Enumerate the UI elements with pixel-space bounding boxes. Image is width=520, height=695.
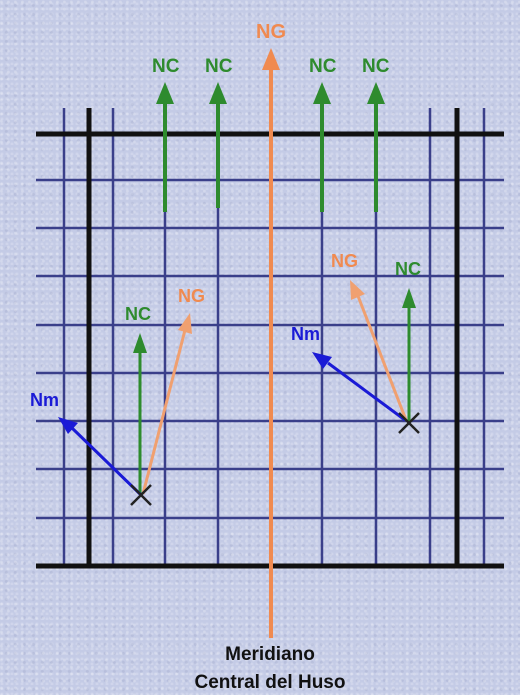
labels: NG NC NC NC NC NC NG Nm NG NC Nm Meridia…	[30, 21, 421, 693]
right-ng-label: NG	[331, 251, 358, 271]
left-ng-label: NG	[178, 286, 205, 306]
nc-arrow	[367, 82, 385, 212]
left-nc-label: NC	[125, 304, 151, 324]
right-ng-arrow	[356, 295, 408, 421]
right-nc-label: NC	[395, 259, 421, 279]
left-point-group	[58, 313, 192, 506]
left-ng-arrowhead	[178, 313, 192, 334]
left-nm-label: Nm	[30, 390, 59, 410]
nc-arrow	[313, 82, 331, 212]
nc-top-label: NC	[309, 56, 337, 77]
left-point-x-mark	[130, 484, 152, 506]
nc-arrow	[156, 82, 174, 212]
right-point-x-mark	[398, 412, 420, 434]
left-nm-arrow	[70, 426, 142, 496]
top-grid-north-arrows	[156, 82, 385, 212]
left-nc-arrowhead	[133, 333, 147, 353]
right-ng-arrowhead	[350, 280, 365, 300]
right-point-group	[312, 280, 420, 434]
right-nm-label: Nm	[291, 324, 320, 344]
nc-top-label: NC	[152, 56, 180, 77]
right-nm-arrowhead	[312, 352, 332, 369]
caption-line-2: Central del Huso	[195, 672, 346, 693]
caption-line-1: Meridiano	[225, 644, 315, 665]
right-nc-arrowhead	[402, 288, 416, 308]
nc-arrow	[209, 82, 227, 208]
ng-top-label: NG	[256, 21, 286, 43]
nc-top-label: NC	[362, 56, 390, 77]
left-nm-arrowhead	[58, 417, 78, 434]
nc-top-label: NC	[205, 56, 233, 77]
central-meridian	[262, 48, 280, 638]
right-nm-arrow	[327, 361, 406, 422]
left-ng-arrow	[141, 329, 187, 495]
central-meridian-arrowhead	[262, 48, 280, 70]
